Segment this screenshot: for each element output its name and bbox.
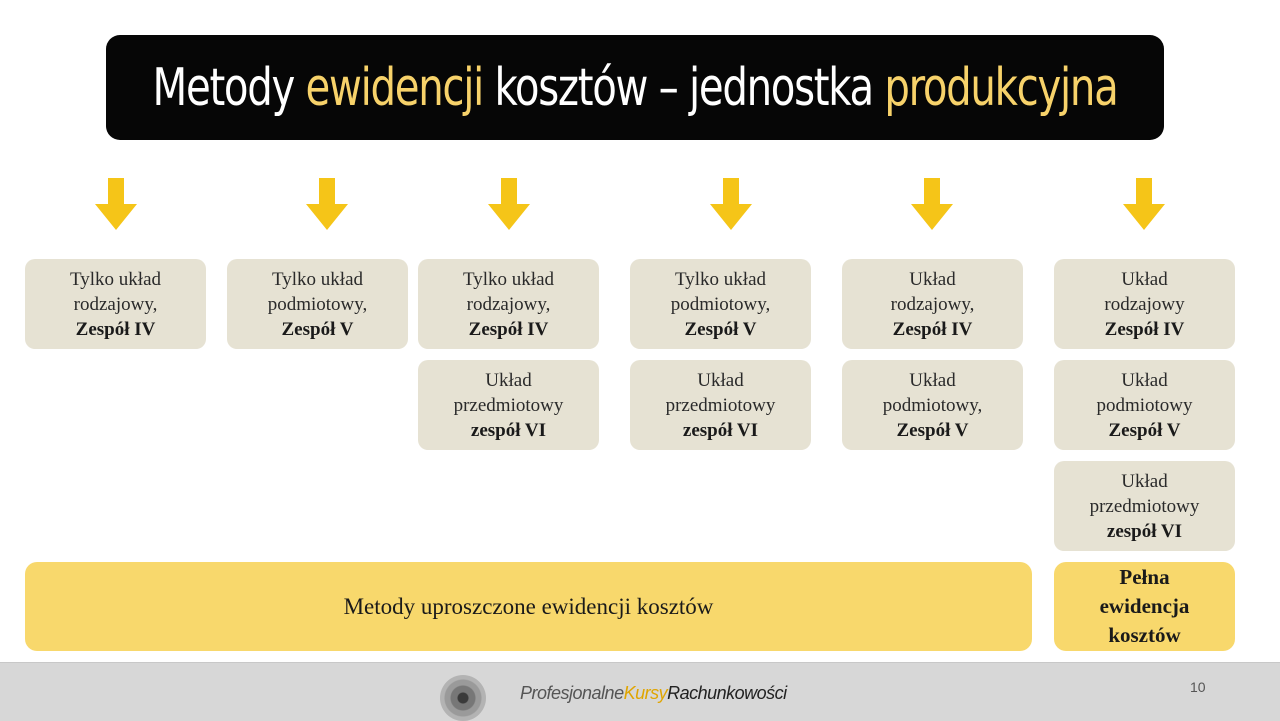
title-highlight-1: ewidencji <box>305 57 484 118</box>
logo-icon <box>440 675 486 721</box>
footer: ProfesjonalneKursyRachunkowości 10 <box>0 662 1280 721</box>
box-col3-row1: Tylko układ rodzajowy, Zespół IV <box>418 259 599 349</box>
full-label-line: ewidencja <box>1099 594 1190 618</box>
box-line: rodzajowy <box>1104 293 1185 315</box>
box-line: Układ <box>485 369 532 391</box>
full-label-line: kosztów <box>1108 623 1181 647</box>
arrow-down-icon <box>710 178 752 230</box>
box-line: Układ <box>1121 369 1168 391</box>
brand-part-3: Rachunkowości <box>667 683 787 703</box>
box-bold: Zespół IV <box>892 318 973 340</box>
box-bold: Zespół IV <box>1104 318 1185 340</box>
simplified-methods-label: Metody uproszczone ewidencji kosztów <box>343 593 714 619</box>
title-highlight-2: produkcyjna <box>884 57 1118 118</box>
page-number: 10 <box>1190 679 1206 695</box>
arrow-down-icon <box>1123 178 1165 230</box>
full-label-line: Pełna <box>1119 565 1170 589</box>
box-line: podmiotowy <box>1096 394 1193 416</box>
box-line: Układ <box>909 369 956 391</box>
box-col5-row2: Układ podmiotowy, Zespół V <box>842 360 1023 450</box>
box-line: Układ <box>697 369 744 391</box>
box-bold: zespół VI <box>682 419 759 441</box>
box-line: podmiotowy, <box>670 293 771 315</box>
box-bold: Zespół V <box>896 419 969 441</box>
box-col6-row2: Układ podmiotowy Zespół V <box>1054 360 1235 450</box>
box-bold: Zespół IV <box>75 318 156 340</box>
title-text-1: Metody <box>152 57 306 118</box>
box-bold: Zespół IV <box>468 318 549 340</box>
brand-part-2: Kursy <box>623 683 668 703</box>
arrow-down-icon <box>95 178 137 230</box>
box-line: przedmiotowy <box>453 394 564 416</box>
box-col6-row3: Układ przedmiotowy zespół VI <box>1054 461 1235 551</box>
box-bold: Zespół V <box>281 318 354 340</box>
box-bold: zespół VI <box>1106 520 1183 542</box>
box-line: podmiotowy, <box>267 293 368 315</box>
arrow-down-icon <box>488 178 530 230</box>
simplified-methods-bar: Metody uproszczone ewidencji kosztów <box>25 562 1032 651</box>
box-line: Tylko układ <box>69 268 162 290</box>
title-text-2: kosztów – jednostka <box>483 57 885 118</box>
box-col4-row2: Układ przedmiotowy zespół VI <box>630 360 811 450</box>
box-line: Tylko układ <box>674 268 767 290</box>
box-line: Tylko układ <box>271 268 364 290</box>
box-line: Układ <box>909 268 956 290</box>
box-bold: Zespół V <box>1108 419 1181 441</box>
footer-brand: ProfesjonalneKursyRachunkowości <box>520 683 787 704</box>
box-col3-row2: Układ przedmiotowy zespół VI <box>418 360 599 450</box>
box-line: Układ <box>1121 470 1168 492</box>
title-bar: Metody ewidencji kosztów – jednostka pro… <box>106 35 1164 140</box>
box-line: rodzajowy, <box>466 293 551 315</box>
arrow-down-icon <box>306 178 348 230</box>
brand-part-1: Profesjonalne <box>520 683 624 703</box>
box-col6-row1: Układ rodzajowy Zespół IV <box>1054 259 1235 349</box>
slide-title: Metody ewidencji kosztów – jednostka pro… <box>152 57 1119 118</box>
box-line: rodzajowy, <box>73 293 158 315</box>
box-col2-row1: Tylko układ podmiotowy, Zespół V <box>227 259 408 349</box>
full-accounting-bar: Pełna ewidencja kosztów <box>1054 562 1235 651</box>
arrow-down-icon <box>911 178 953 230</box>
box-line: rodzajowy, <box>890 293 975 315</box>
box-col5-row1: Układ rodzajowy, Zespół IV <box>842 259 1023 349</box>
box-line: przedmiotowy <box>1089 495 1200 517</box>
box-col1-row1: Tylko układ rodzajowy, Zespół IV <box>25 259 206 349</box>
box-line: przedmiotowy <box>665 394 776 416</box>
box-bold: zespół VI <box>470 419 547 441</box>
box-col4-row1: Tylko układ podmiotowy, Zespół V <box>630 259 811 349</box>
box-line: podmiotowy, <box>882 394 983 416</box>
box-bold: Zespół V <box>684 318 757 340</box>
box-line: Tylko układ <box>462 268 555 290</box>
box-line: Układ <box>1121 268 1168 290</box>
